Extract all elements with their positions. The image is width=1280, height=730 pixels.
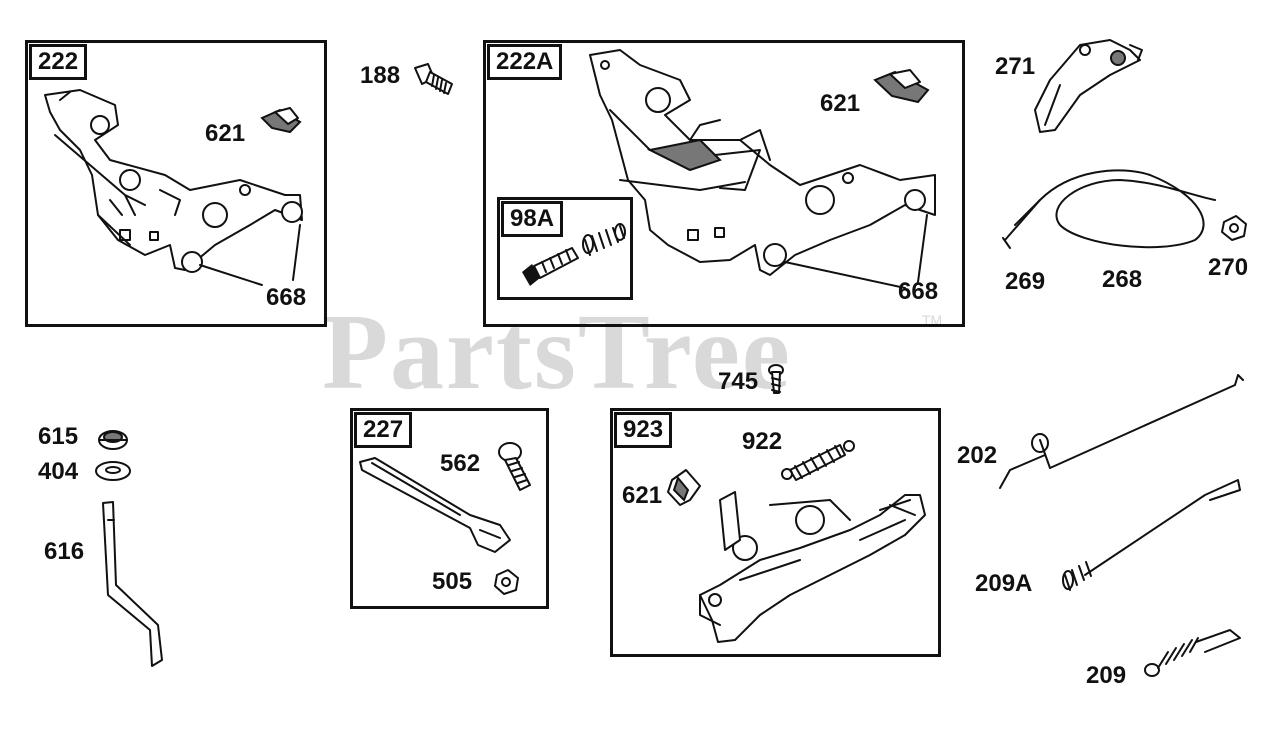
group-box-222 <box>25 40 327 327</box>
group-box-923 <box>610 408 941 657</box>
part-label-270: 270 <box>1208 254 1249 281</box>
part-label-621-b: 621 <box>820 90 861 117</box>
part-label-209: 209 <box>1086 662 1127 689</box>
group-box-98a <box>497 197 633 300</box>
part-label-668-b: 668 <box>898 278 939 305</box>
part-label-209a: 209A <box>975 570 1033 597</box>
part-label-615: 615 <box>38 423 79 450</box>
link-202-drawing <box>999 374 1244 489</box>
screw-spring-98a-drawing <box>522 223 626 286</box>
box-label-923: 923 <box>614 412 673 448</box>
nut-615-drawing <box>98 430 128 450</box>
part-label-922: 922 <box>742 428 783 455</box>
watermark-text: PartsTree <box>322 293 792 412</box>
part-label-621-a: 621 <box>205 120 246 147</box>
group-box-227 <box>350 408 549 609</box>
screw-745-drawing <box>768 364 784 394</box>
part-label-202: 202 <box>957 442 998 469</box>
governor-bracket-222a-drawing <box>589 49 936 289</box>
box-label-222a: 222A <box>487 44 563 80</box>
screw-562-drawing <box>498 442 531 491</box>
clip-621-923-drawing <box>667 469 701 506</box>
part-label-271: 271 <box>995 53 1036 80</box>
spring-922-drawing <box>781 440 855 481</box>
cable-268-drawing <box>1002 169 1216 249</box>
lever-271-drawing <box>1034 39 1143 133</box>
screw-188-drawing <box>414 63 453 95</box>
part-label-505: 505 <box>432 568 473 595</box>
nut-505-drawing <box>494 569 519 595</box>
part-label-269: 269 <box>1005 268 1046 295</box>
part-label-268: 268 <box>1102 266 1143 293</box>
box-label-98a: 98A <box>501 201 564 237</box>
part-label-404: 404 <box>38 458 79 485</box>
part-label-562: 562 <box>440 450 481 477</box>
governor-bracket-222-drawing <box>44 89 303 286</box>
washer-404-drawing <box>95 461 131 481</box>
nut-270-drawing <box>1221 215 1247 241</box>
group-box-222a <box>483 40 965 327</box>
part-label-621-c: 621 <box>622 482 663 509</box>
box-label-227: 227 <box>354 412 413 448</box>
rod-616-drawing <box>102 501 163 667</box>
bracket-923-drawing <box>699 491 926 643</box>
part-label-668-a: 668 <box>266 284 307 311</box>
part-label-616: 616 <box>44 538 85 565</box>
lever-227-drawing <box>359 457 511 553</box>
spring-209a-drawing <box>1062 479 1241 591</box>
box-label-222: 222 <box>29 44 88 80</box>
spring-209-drawing <box>1144 629 1241 677</box>
part-label-188: 188 <box>360 62 401 89</box>
part-label-745: 745 <box>718 368 759 395</box>
